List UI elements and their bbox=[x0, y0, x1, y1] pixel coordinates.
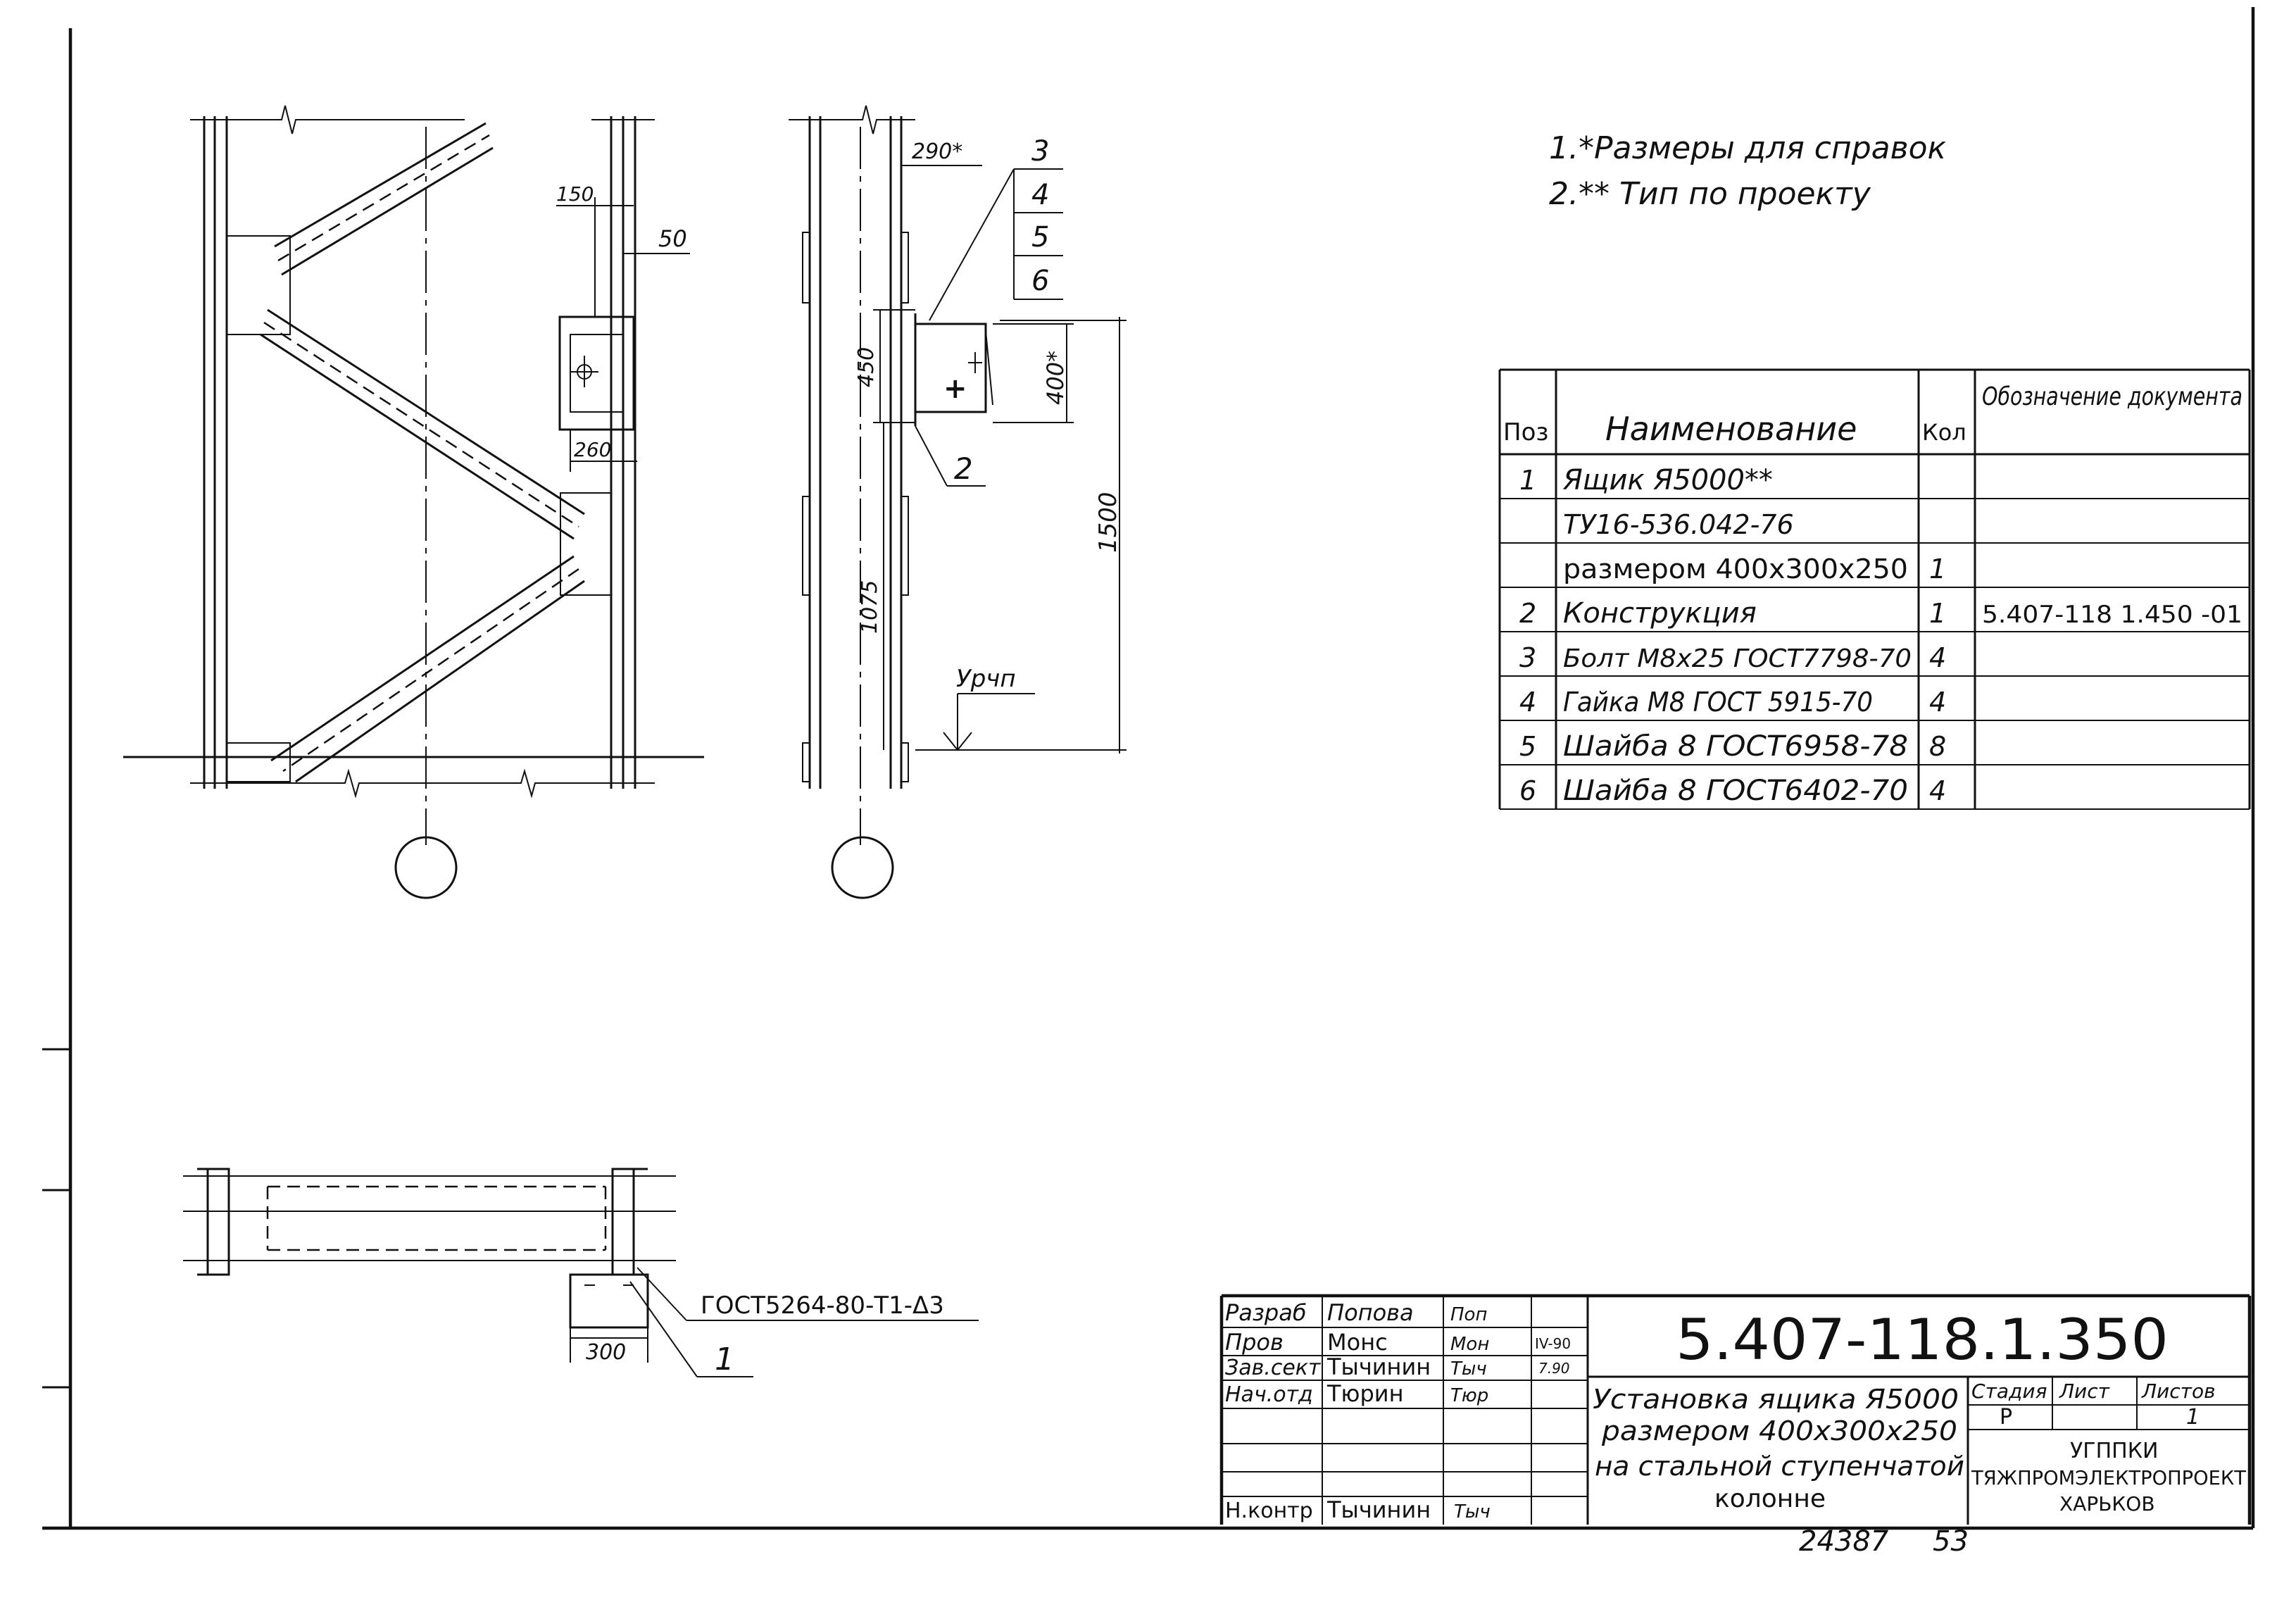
spec-row-qty: 4 bbox=[1929, 642, 1946, 673]
spec-row-qty: 8 bbox=[1929, 731, 1946, 762]
tb-signature: Тыч bbox=[1454, 1501, 1491, 1522]
tb-role: Нач.отд bbox=[1225, 1382, 1313, 1407]
weld-callout: ГОСТ5264-80-Т1-Δ3 bbox=[701, 1292, 944, 1320]
dim-300: 300 bbox=[586, 1340, 626, 1365]
spec-row-qty: 4 bbox=[1929, 775, 1946, 806]
tb-role: Пров bbox=[1225, 1329, 1284, 1356]
spec-row-name: Гайка М8 ГОСТ 5915-70 bbox=[1563, 687, 1873, 718]
callout-1: 1 bbox=[715, 1342, 734, 1377]
front-view: 150 50 260 bbox=[123, 105, 704, 899]
gusset-plate bbox=[560, 492, 612, 596]
org-line: ТЯЖПРОМЭЛЕКТРОПРОЕКТ bbox=[1971, 1466, 2247, 1489]
dim-450: 450 bbox=[854, 347, 879, 387]
spec-row-pos: 4 bbox=[1519, 687, 1536, 718]
dim-1075: 1075 bbox=[858, 580, 882, 634]
level-mark: Урчп bbox=[956, 665, 1016, 693]
spec-row-pos: 5 bbox=[1519, 731, 1536, 762]
sheet-label: Лист bbox=[2059, 1380, 2110, 1403]
org-line: ХАРЬКОВ bbox=[2059, 1492, 2155, 1515]
tb-signature: Тыч bbox=[1450, 1358, 1487, 1380]
box-plan bbox=[569, 1273, 649, 1329]
tb-name: Тычинин bbox=[1326, 1496, 1431, 1523]
spec-row-qty: 4 bbox=[1929, 687, 1946, 718]
callout-5: 5 bbox=[1031, 221, 1049, 254]
callout-3: 3 bbox=[1031, 135, 1049, 168]
spec-row-qty: 1 bbox=[1929, 554, 1946, 584]
tb-role: Разраб bbox=[1225, 1299, 1307, 1326]
notes: 1.*Размеры для справок 2.** Тип по проек… bbox=[1549, 130, 1946, 212]
spec-row-name: Ящик Я5000** bbox=[1562, 464, 1773, 496]
svg-text:+: + bbox=[943, 373, 967, 405]
title-block: Разраб Попова Поп Пров Монс Мон IV-90 За… bbox=[1219, 1294, 2252, 1525]
plan-view: 300 ГОСТ5264-80-Т1-Δ3 1 bbox=[183, 1168, 979, 1377]
spec-row-name: ТУ16-536.042-76 bbox=[1563, 509, 1794, 540]
spec-header-doc: Обозначение документа bbox=[1982, 382, 2242, 411]
tb-name: Тычинин bbox=[1326, 1353, 1431, 1380]
dim-260: 260 bbox=[574, 438, 611, 461]
sheets-value: 1 bbox=[2186, 1405, 2200, 1430]
drawing-title-line: на стальной ступенчатой bbox=[1595, 1451, 1964, 1482]
spec-row-qty: 1 bbox=[1929, 598, 1946, 629]
spec-row-name: Болт М8х25 ГОСТ7798-70 bbox=[1563, 644, 1912, 673]
side-view: + 290* 450 400* 1500 1075 Урчп bbox=[789, 105, 1127, 899]
gusset-plate bbox=[226, 235, 291, 335]
axis-marker bbox=[831, 836, 894, 899]
spec-row-pos: 2 bbox=[1519, 598, 1536, 629]
spec-row-doc: 5.407-118 1.450 -01 bbox=[1982, 601, 2242, 629]
sheets-label: Листов bbox=[2141, 1380, 2216, 1403]
note-2: 2.** Тип по проекту bbox=[1549, 176, 1871, 212]
callout-4: 4 bbox=[1031, 179, 1049, 211]
tb-signature: Тюр bbox=[1450, 1385, 1488, 1406]
spec-row-name: Шайба 8 ГОСТ6402-70 bbox=[1563, 775, 1908, 807]
org-line: УГППКИ bbox=[2070, 1439, 2158, 1463]
dim-150: 150 bbox=[556, 182, 594, 206]
callout-6: 6 bbox=[1031, 265, 1049, 297]
spec-row-pos: 6 bbox=[1519, 775, 1536, 806]
spec-row-name: Шайба 8 ГОСТ6958-78 bbox=[1563, 730, 1908, 763]
stage-value: Р bbox=[2000, 1405, 2012, 1430]
page-number: 53 bbox=[1933, 1525, 1969, 1558]
tb-signature: Поп bbox=[1450, 1304, 1487, 1325]
spec-row-name: размером 400x300x250 bbox=[1563, 554, 1908, 584]
callout-2: 2 bbox=[954, 451, 973, 486]
dim-50: 50 bbox=[658, 225, 687, 252]
drawing-title-line: размером 400x300x250 bbox=[1601, 1415, 1957, 1446]
drawing-title-line: колонне bbox=[1714, 1484, 1826, 1513]
note-1: 1.*Размеры для справок bbox=[1549, 130, 1946, 166]
tb-date: 7.90 bbox=[1538, 1360, 1570, 1377]
dim-290: 290* bbox=[912, 139, 962, 164]
spec-row-pos: 3 bbox=[1519, 642, 1536, 673]
stage-label: Стадия bbox=[1971, 1380, 2047, 1403]
sheet-frame bbox=[42, 7, 2255, 1530]
archive-number: 24387 bbox=[1799, 1525, 1889, 1558]
spec-header-pos: Поз bbox=[1503, 418, 1548, 446]
tb-name: Попова bbox=[1327, 1299, 1414, 1326]
tb-name: Тюрин bbox=[1326, 1380, 1404, 1407]
spec-header-name: Наименование bbox=[1605, 410, 1857, 448]
spec-header-qty: Кол bbox=[1922, 419, 1966, 446]
spec-row-name: Конструкция bbox=[1563, 597, 1757, 630]
tb-role: Зав.сект bbox=[1225, 1356, 1322, 1380]
spec-row-pos: 1 bbox=[1519, 465, 1536, 496]
tb-role: Н.контр bbox=[1225, 1499, 1313, 1523]
document-code: 5.407-118.1.350 bbox=[1676, 1307, 2169, 1372]
spec-table: Поз Наименование Кол Обозначение докумен… bbox=[1498, 368, 2251, 810]
tb-name: Монс bbox=[1327, 1329, 1388, 1356]
dim-1500: 1500 bbox=[1094, 492, 1122, 553]
tb-date: IV-90 bbox=[1535, 1335, 1571, 1352]
axis-marker bbox=[394, 836, 458, 899]
box-front bbox=[558, 315, 635, 431]
tb-signature: Мон bbox=[1450, 1334, 1489, 1355]
drawing-title-line: Установка ящика Я5000 bbox=[1593, 1384, 1959, 1415]
dim-400: 400* bbox=[1042, 351, 1069, 405]
